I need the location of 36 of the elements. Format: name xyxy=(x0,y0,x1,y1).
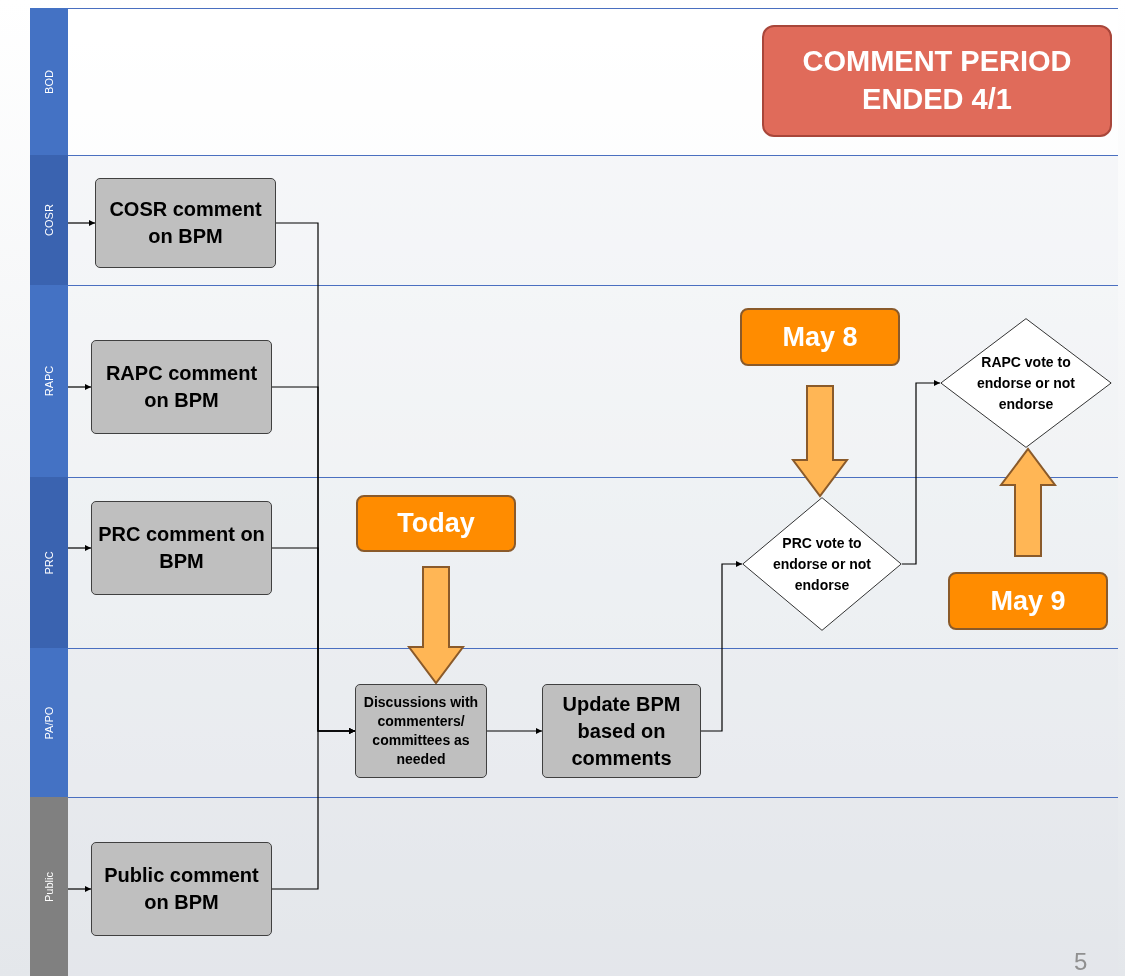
swimlane xyxy=(30,797,1118,976)
decision-diamond: PRC vote to endorse or not endorse xyxy=(742,497,902,631)
process-box: Update BPM based on comments xyxy=(542,684,701,778)
decision-diamond: RAPC vote to endorse or not endorse xyxy=(940,318,1112,448)
lane-header: COSR xyxy=(30,155,68,285)
connector-arrow xyxy=(67,545,92,551)
date-callout: May 9 xyxy=(948,572,1108,630)
block-arrow xyxy=(999,447,1057,557)
page-number: 5 xyxy=(1074,948,1088,976)
swimlane xyxy=(30,155,1118,285)
lane-header: PRC xyxy=(30,477,68,648)
swimlane xyxy=(30,648,1118,797)
connector-arrow xyxy=(67,220,96,226)
date-callout: Today xyxy=(356,495,516,552)
connector-arrow xyxy=(700,561,743,732)
process-box: COSR comment on BPM xyxy=(95,178,276,268)
process-box: Public comment on BPM xyxy=(91,842,272,936)
process-box: RAPC comment on BPM xyxy=(91,340,272,434)
status-banner: COMMENT PERIOD ENDED 4/1 xyxy=(762,25,1112,137)
swimlane xyxy=(30,8,1118,155)
connector-arrow xyxy=(67,384,92,390)
lane-header: PA/PO xyxy=(30,648,68,797)
swimlane xyxy=(30,477,1118,648)
block-arrow xyxy=(791,385,849,498)
date-callout: May 8 xyxy=(740,308,900,366)
lane-header: Public xyxy=(30,797,68,976)
connector-arrow xyxy=(486,728,543,734)
process-box: Discussions with commenters/ committees as needed xyxy=(355,684,487,778)
process-box: PRC comment on BPM xyxy=(91,501,272,595)
connector-arrow xyxy=(271,728,356,890)
connector-arrow xyxy=(901,380,941,565)
swimlane xyxy=(30,285,1118,477)
lane-header: RAPC xyxy=(30,285,68,477)
connector-arrow xyxy=(67,886,92,892)
lane-header: BOD xyxy=(30,8,68,155)
block-arrow xyxy=(407,566,465,685)
